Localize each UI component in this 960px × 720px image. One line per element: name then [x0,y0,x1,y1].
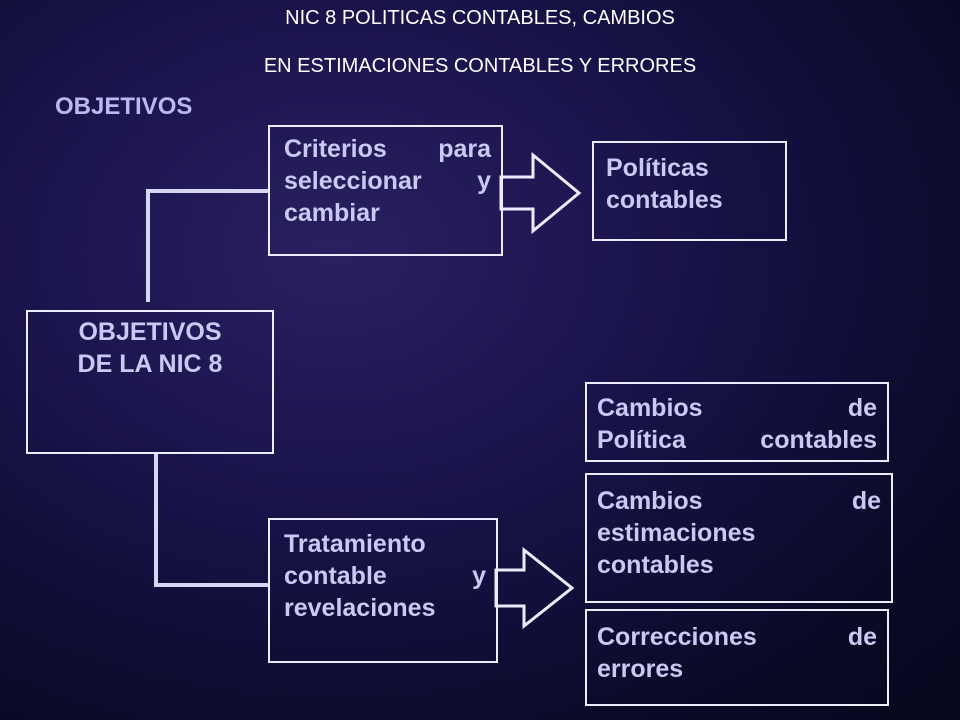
estimate-changes-line-1: Cambios de [597,487,881,515]
treatment-line-1: Tratamiento [284,530,426,558]
error-corrections-box: Correcciones de errores [585,609,889,706]
treatment-line-2: contable y [284,562,486,590]
error-corrections-line-1: Correcciones de [597,623,877,651]
arrow-right-icon [499,151,582,235]
arrow-right-icon [494,546,575,630]
main-objectives-box: OBJETIVOS DE LA NIC 8 [26,310,274,454]
connector-top-vertical [146,189,150,302]
connector-bottom-horizontal [154,583,269,587]
treatment-line-3: revelaciones [284,594,436,622]
policy-changes-line-1: Cambios de [597,394,877,422]
main-objectives-line-1: OBJETIVOS [78,318,222,346]
policies-line-2: contables [606,186,723,214]
estimate-changes-box: Cambios de estimaciones contables [585,473,893,603]
slide-title-line-1: NIC 8 POLITICAS CONTABLES, CAMBIOS [285,7,675,29]
policy-changes-box: Cambios de Política contables [585,382,889,462]
criteria-line-2: seleccionar y [284,167,491,195]
policies-line-1: Políticas [606,154,709,182]
connector-bottom-vertical [154,454,158,587]
error-corrections-line-2: errores [597,655,684,683]
slide-title-line-2: EN ESTIMACIONES CONTABLES Y ERRORES [263,55,697,77]
connector-top-horizontal [146,189,269,193]
policy-changes-line-2: Política contables [597,426,877,454]
estimate-changes-line-2: estimaciones [597,519,756,547]
policies-box: Políticas contables [592,141,787,241]
treatment-box: Tratamiento contable y revelaciones [268,518,498,663]
criteria-box: Criterios para seleccionar y cambiar [268,125,503,256]
criteria-line-1: Criterios para [284,135,491,163]
section-heading: OBJETIVOS [55,93,193,120]
criteria-line-3: cambiar [284,199,380,227]
estimate-changes-line-3: contables [597,551,714,579]
main-objectives-line-2: DE LA NIC 8 [77,350,223,378]
